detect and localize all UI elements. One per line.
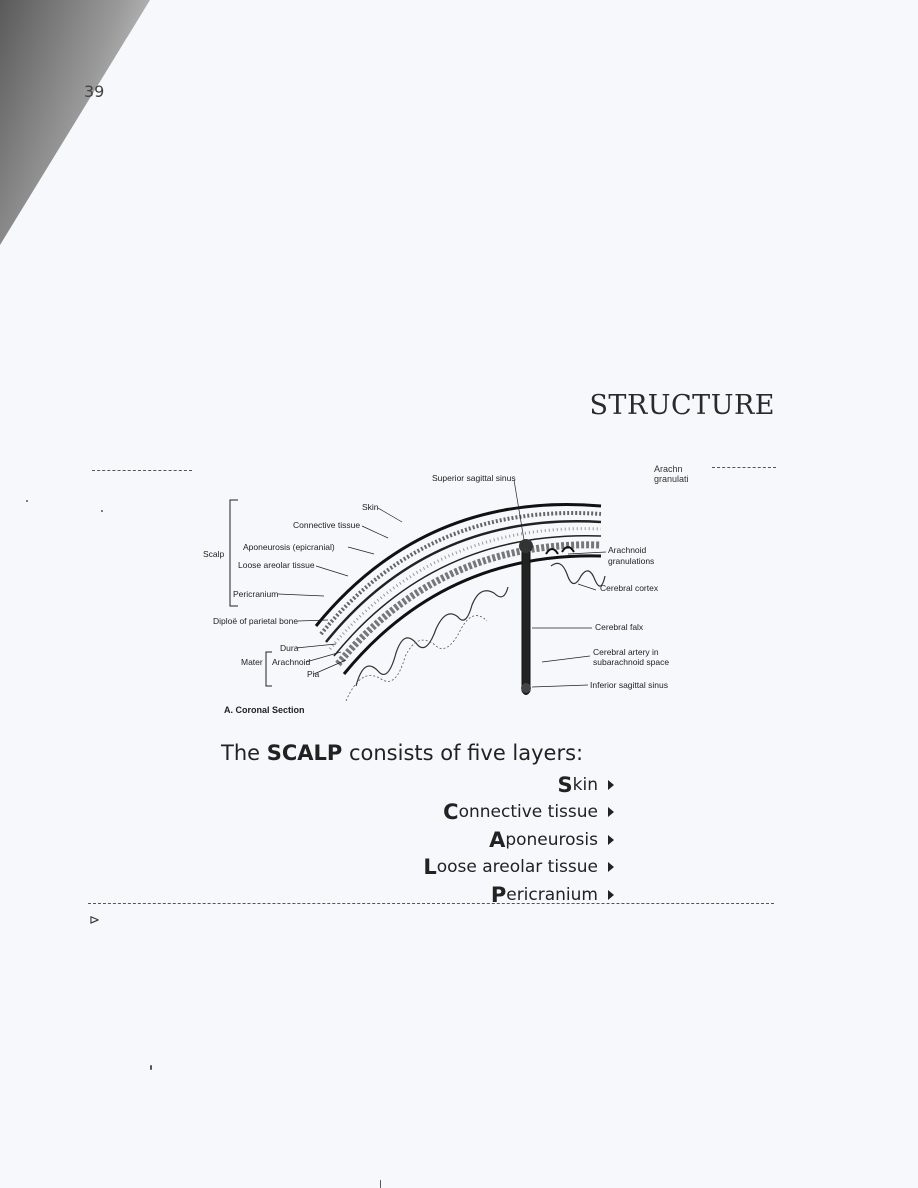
layer-rest: oose areolar tissue (436, 857, 598, 878)
layer-initial: L (423, 855, 437, 880)
arrow-right-icon (608, 862, 614, 873)
scan-speck (380, 1180, 381, 1188)
cutoff-label-line-1: Arachn (654, 464, 683, 474)
aponeurosis-layer (325, 520, 602, 643)
label-cerebral-artery-2: subarachnoid space (593, 657, 669, 667)
intro-suffix: consists of five layers: (342, 741, 584, 765)
page-number: 39 (84, 82, 105, 101)
label-dura: Dura (280, 643, 299, 653)
label-arachnoid: Arachnoid (272, 657, 311, 667)
layer-initial: S (557, 772, 573, 797)
layer-rest: ericranium (506, 884, 598, 905)
scan-speck (26, 500, 28, 502)
label-loose-areolar: Loose areolar tissue (238, 560, 315, 570)
arrow-right-icon (608, 807, 614, 818)
scalp-coronal-diagram: Superior sagittal sinus Skin Connective … (203, 473, 669, 715)
label-superior-sagittal-sinus: Superior sagittal sinus (432, 473, 516, 483)
label-inferior-sagittal-sinus: Inferior sagittal sinus (590, 680, 668, 690)
layer-rest: onnective tissue (458, 802, 598, 823)
layer-initial: C (443, 800, 459, 825)
label-skin: Skin (362, 502, 379, 512)
label-pericranium: Pericranium (233, 589, 278, 599)
superior-sagittal-sinus (519, 539, 533, 553)
cutoff-label: Arachn granulati (654, 464, 714, 484)
cortex-gyri (355, 562, 606, 687)
label-cerebral-artery-1: Cerebral artery in (593, 647, 659, 657)
cortex-inner (345, 615, 488, 702)
mater-bracket (265, 651, 272, 687)
cutoff-label-line-2: granulati (654, 474, 689, 484)
label-scalp: Scalp (203, 549, 225, 559)
scalp-bracket (229, 499, 238, 607)
top-right-divider (712, 467, 776, 468)
arrow-right-icon (608, 889, 614, 900)
arrow-right-icon (608, 779, 614, 790)
skin-layer (314, 503, 602, 627)
scan-speck (150, 1065, 152, 1070)
dura-layer (342, 554, 602, 675)
label-cerebral-cortex: Cerebral cortex (600, 583, 659, 593)
label-aponeurosis: Aponeurosis (epicranial) (243, 542, 335, 552)
label-diploe: Diploë of parietal bone (213, 616, 298, 626)
label-connective-tissue: Connective tissue (293, 520, 360, 530)
label-arachnoid-granulations-1: Arachnoid (608, 545, 647, 555)
arrow-right-icon (608, 834, 614, 845)
intro-bold-scalp: SCALP (266, 741, 343, 765)
scalp-intro: The SCALP consists of five layers: (221, 741, 583, 765)
connective-layer (319, 511, 602, 636)
top-left-divider (92, 470, 192, 471)
section-title: STRUCTURE (589, 390, 775, 421)
layer-rest: poneurosis (505, 829, 598, 850)
layer-rest: kin (572, 774, 598, 795)
label-cerebral-falx: Cerebral falx (595, 622, 644, 632)
label-mater: Mater (241, 657, 263, 667)
cerebral-falx (521, 546, 531, 695)
layer-initial: P (490, 882, 507, 907)
pericranium-layer (333, 534, 602, 657)
scan-speck (101, 510, 103, 512)
label-pia: Pia (307, 669, 320, 679)
play-marker-icon: ⊳ (89, 913, 100, 928)
arachnoid-granulations (545, 546, 575, 555)
bottom-divider (88, 903, 774, 904)
label-arachnoid-granulations-2: granulations (608, 556, 654, 566)
layer-initial: A (489, 827, 506, 852)
bone-layer (335, 541, 602, 667)
intro-prefix: The (221, 741, 267, 765)
diagram-caption: A. Coronal Section (224, 705, 305, 715)
inferior-sagittal-sinus (521, 683, 531, 693)
